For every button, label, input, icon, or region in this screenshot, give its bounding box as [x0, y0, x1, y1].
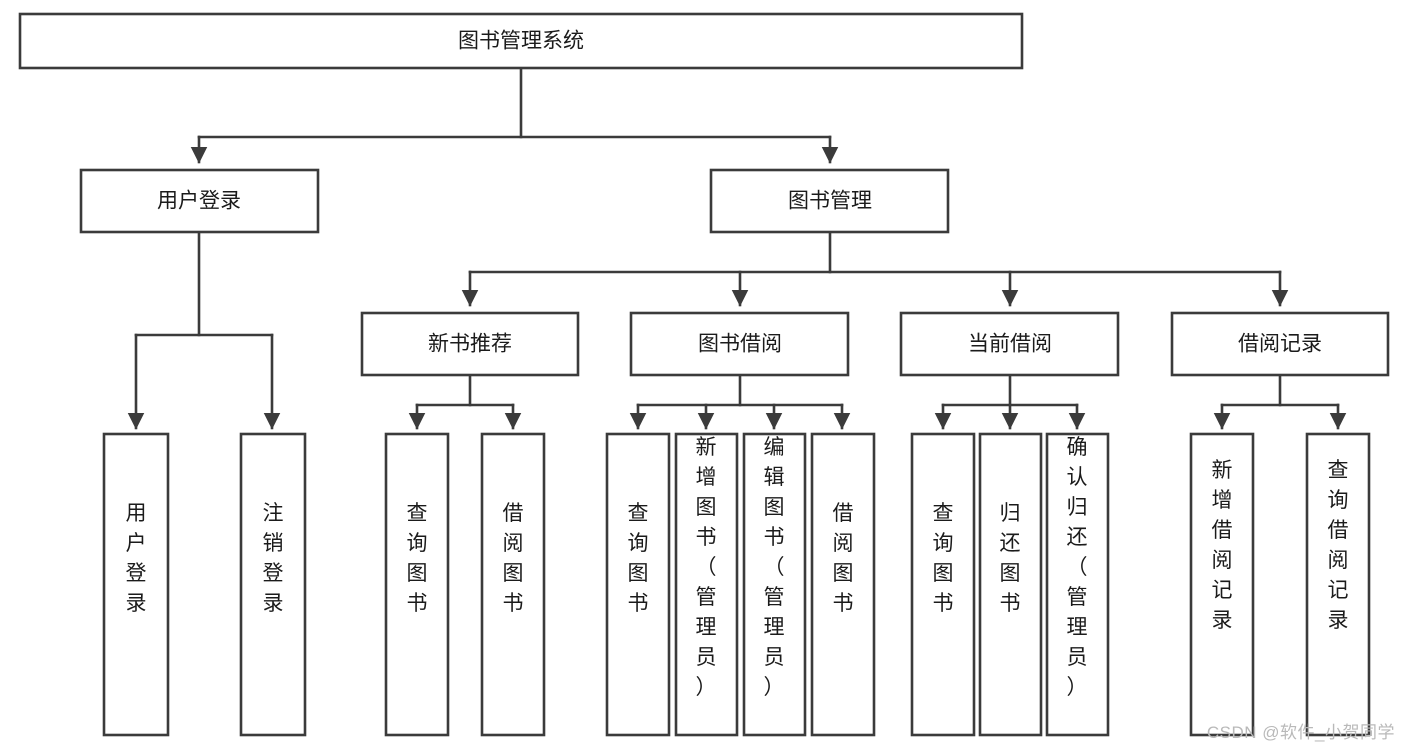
node-book-mgmt[interactable]: 图书管理 [709, 168, 950, 234]
leaf-current-borrow-2[interactable]: 归还图书 [978, 432, 1043, 737]
leaf-borrow-record-2-label: 查询借阅记录 [1328, 459, 1349, 632]
connector-group-user-login [127, 230, 281, 430]
node-root[interactable]: 图书管理系统 [18, 12, 1024, 70]
node-book-borrow-box[interactable] [629, 311, 850, 377]
leaf-new-book-1-box[interactable] [384, 432, 450, 737]
leaf-new-book-1-label: 查询图书 [407, 502, 428, 615]
leaf-current-borrow-3[interactable]: 确认归还（管理员） [1045, 432, 1110, 737]
connector-group-book-mgmt [461, 230, 1289, 307]
leaf-current-borrow-2-box[interactable] [978, 432, 1043, 737]
leaf-new-book-2-box[interactable] [480, 432, 546, 737]
node-borrow-record[interactable]: 借阅记录 [1170, 311, 1390, 377]
node-borrow-record-box[interactable] [1170, 311, 1390, 377]
connector-group-new-book [408, 373, 522, 430]
connector-group-borrow-record [1213, 373, 1347, 430]
leaf-user-login-1[interactable]: 用户登录 [102, 432, 170, 737]
node-root-label: 图书管理系统 [458, 30, 584, 53]
node-book-mgmt-box[interactable] [709, 168, 950, 234]
leaf-new-book-2[interactable]: 借阅图书 [480, 432, 546, 737]
leaf-borrow-record-1[interactable]: 新增借阅记录 [1189, 432, 1255, 737]
node-book-borrow[interactable]: 图书借阅 [629, 311, 850, 377]
leaf-book-borrow-1-label: 查询图书 [628, 502, 649, 615]
leaf-book-borrow-2-box[interactable] [674, 432, 739, 737]
node-current-borrow-box[interactable] [899, 311, 1120, 377]
leaf-current-borrow-3-label: 确认归还（管理员） [1067, 436, 1088, 699]
leaf-borrow-record-2[interactable]: 查询借阅记录 [1305, 432, 1371, 737]
node-new-book-recommend-box[interactable] [360, 311, 580, 377]
connector-group-root [190, 66, 839, 164]
leaf-book-borrow-4-box[interactable] [810, 432, 876, 737]
node-book-mgmt-label: 图书管理 [788, 190, 872, 213]
leaf-borrow-record-1-box[interactable] [1189, 432, 1255, 737]
leaf-borrow-record-1-label: 新增借阅记录 [1212, 459, 1233, 632]
leaf-book-borrow-2-label: 新增图书（管理员） [696, 436, 717, 699]
node-new-book-recommend-label: 新书推荐 [428, 333, 512, 356]
connector-group-book-borrow [629, 373, 851, 430]
leaf-book-borrow-2[interactable]: 新增图书（管理员） [674, 432, 739, 737]
leaf-current-borrow-1[interactable]: 查询图书 [910, 432, 976, 737]
leaf-current-borrow-2-label: 归还图书 [1000, 502, 1021, 615]
leaf-new-book-1[interactable]: 查询图书 [384, 432, 450, 737]
leaf-new-book-2-label: 借阅图书 [503, 502, 524, 615]
leaf-user-login-1-box[interactable] [102, 432, 170, 737]
leaf-book-borrow-1-box[interactable] [605, 432, 671, 737]
node-root-box[interactable] [18, 12, 1024, 70]
leaf-book-borrow-3-box[interactable] [742, 432, 807, 737]
leaf-book-borrow-4-label: 借阅图书 [833, 502, 854, 615]
node-book-borrow-label: 图书借阅 [698, 333, 782, 356]
leaf-book-borrow-3-label: 编辑图书（管理员） [764, 436, 785, 699]
leaf-user-login-1-label: 用户登录 [126, 502, 147, 615]
node-new-book-recommend[interactable]: 新书推荐 [360, 311, 580, 377]
node-user-login-box[interactable] [79, 168, 320, 234]
node-current-borrow-label: 当前借阅 [968, 333, 1052, 356]
connector-group-current-borrow [934, 373, 1086, 430]
leaf-book-borrow-4[interactable]: 借阅图书 [810, 432, 876, 737]
leaf-current-borrow-1-label: 查询图书 [933, 502, 954, 615]
node-borrow-record-label: 借阅记录 [1238, 333, 1322, 356]
node-user-login[interactable]: 用户登录 [79, 168, 320, 234]
csdn-watermark: CSDN @软件_小贺同学 [1206, 723, 1395, 742]
leaf-current-borrow-3-box[interactable] [1045, 432, 1110, 737]
leaf-book-borrow-3[interactable]: 编辑图书（管理员） [742, 432, 807, 737]
leaf-user-login-2-box[interactable] [239, 432, 307, 737]
leaf-borrow-record-2-box[interactable] [1305, 432, 1371, 737]
leaf-user-login-2-label: 注销登录 [263, 502, 284, 615]
leaf-current-borrow-1-box[interactable] [910, 432, 976, 737]
leaf-book-borrow-1[interactable]: 查询图书 [605, 432, 671, 737]
node-user-login-label: 用户登录 [157, 190, 241, 213]
node-current-borrow[interactable]: 当前借阅 [899, 311, 1120, 377]
leaf-user-login-2[interactable]: 注销登录 [239, 432, 307, 737]
